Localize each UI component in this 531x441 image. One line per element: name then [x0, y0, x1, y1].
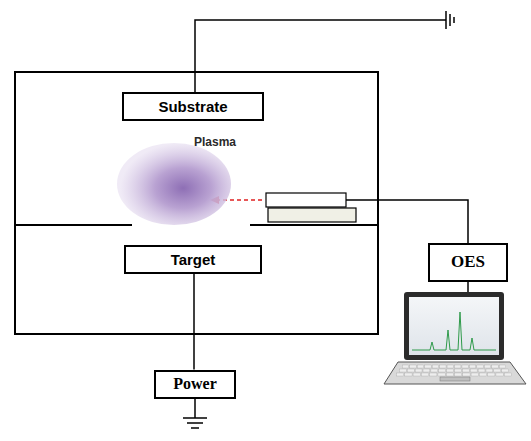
- ground-symbol: [446, 11, 454, 29]
- ground-symbol: [183, 418, 207, 428]
- probe-mount: [268, 208, 356, 222]
- optical-probe: [266, 193, 346, 207]
- node-label: Power: [173, 375, 217, 393]
- substrate-box: Substrate: [122, 92, 264, 121]
- laptop-icon: [384, 292, 526, 384]
- node-label: OES: [451, 252, 485, 272]
- power-wire: [193, 274, 195, 370]
- chamber-wall: [15, 72, 378, 334]
- node-label: Target: [171, 251, 216, 268]
- ground-wire: [194, 398, 196, 418]
- data-cable: [467, 282, 469, 292]
- shield-plate: [250, 224, 378, 226]
- oes-box: OES: [428, 243, 508, 282]
- optical-fiber: [346, 200, 468, 243]
- plasma-region: Plasma: [116, 134, 240, 226]
- target-box: Target: [124, 245, 262, 274]
- ground-wire: [195, 20, 446, 92]
- node-label: Plasma: [194, 135, 236, 149]
- shield-plate: [15, 224, 132, 226]
- node-label: Substrate: [158, 98, 227, 115]
- power-box: Power: [154, 370, 236, 399]
